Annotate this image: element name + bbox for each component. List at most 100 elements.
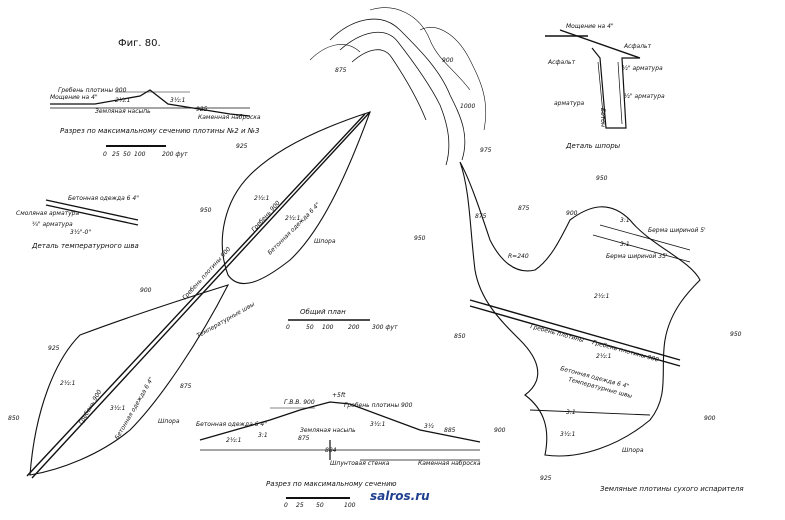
left-elev: 900 [140,287,152,294]
plan-scale-tick: 200 [348,324,360,331]
top-fill-label: Земляная насыпь [95,108,151,115]
right-crest: Гребень плотины [529,323,584,344]
right-slope: 2½:1 [594,293,609,300]
cutoff-caption: Деталь шпоры [565,142,621,150]
left-slope: 2½:1 [254,195,269,202]
right-dam-plan: Берма шириной 5' Берма шириной 35' 3:1 3… [414,161,744,493]
contour-hills: 875 900 1000 975 950 925 [200,7,492,214]
top-slope-down: 2½:1 [115,97,130,104]
plan-scale-tick: 300 фут [372,324,398,331]
left-slope: 2½:1 [60,380,75,387]
bottom-slope: 2½:1 [226,437,241,444]
top-scale-tick: 25 [112,151,120,158]
hill-elev: 900 [442,57,454,64]
dam-section-bottom: Гребень плотины 900 Г.В.В. 900 +5ft Бето… [196,392,481,509]
right-elev: 875 [518,205,530,212]
right-slope: 3:1 [620,217,630,224]
top-slope-up: 3½:1 [170,97,185,104]
bottom-rockfill: Каменная наброска [418,460,481,467]
cutoff-rebar-left: арматура [554,100,585,107]
watermark: salros.ru [370,489,430,503]
cutoff-rebar-right: ½" арматура [622,65,663,72]
joint-rebar-label: ¾" арматура [32,221,73,228]
right-spur: Шпора [622,447,644,454]
right-slope: 2½:1 [596,353,611,360]
top-berm-label: Мощение на 4" [50,94,98,101]
hill-elev: 925 [236,143,248,150]
left-crest: Гребень плотины 900 [181,246,232,302]
right-slope: 3½:1 [560,431,575,438]
right-berm-width: Берма шириной 5' [648,227,706,234]
temp-joint-detail: Бетонная одежда 6 4" Смоляная арматура ¾… [16,195,139,250]
right-elev: 850 [454,333,466,340]
left-spur: Шпора [314,238,336,245]
cutoff-asphalt-left: Асфальт [547,59,576,66]
plan-scale-tick: 50 [306,324,314,331]
right-caption: Земляные плотины сухого испарителя [600,485,744,493]
right-elev: 950 [414,235,426,242]
right-elev: 950 [596,175,608,182]
hill-elev: 1000 [460,103,475,110]
right-slope: 3:1 [566,409,576,416]
bottom-freeboard: +5ft [332,392,346,399]
hill-elev: 950 [200,207,212,214]
bottom-hwl: Г.В.В. 900 [284,399,315,406]
right-elev: 925 [540,475,552,482]
left-elev: 850 [8,415,20,422]
bottom-scale-tick: 25 [296,502,304,509]
cutoff-detail: Мощение на 4" Асфальт Асфальт ½" арматур… [545,23,665,150]
hill-elev: 975 [480,147,492,154]
general-plan-scale: Общий план 0 50 100 200 300 фут [286,308,398,331]
bottom-crest: Гребень плотины 900 [344,402,413,409]
plan-scale-tick: 0 [286,324,290,331]
bottom-fill: Земляная насыпь [300,427,356,434]
cutoff-concrete-label: Бетон [599,108,606,127]
top-scale-tick: 0 [103,151,107,158]
figure-label: Фиг. 80. [118,38,161,49]
bottom-slope: 3½:1 [370,421,385,428]
plan-scale-tick: 100 [322,324,334,331]
top-elev: 925 [196,106,208,113]
top-rockfill-label: Каменная наброска [198,114,261,121]
right-elev: 900 [566,210,578,217]
left-crest: Гребень 900 [78,389,104,426]
top-crest-label: Гребень плотины 900 [58,87,127,94]
right-elev: 900 [494,427,506,434]
cutoff-paving-label: Мощение на 4" [566,23,614,30]
bottom-elev: 875 [298,435,310,442]
right-elev: 950 [730,331,742,338]
top-scale-tick: 50 [123,151,131,158]
joint-tarred-label: Смоляная арматура [16,210,79,217]
right-radius: R=240 [508,253,529,260]
bottom-scale-tick: 0 [284,502,288,509]
bottom-elev: 884 [325,447,337,454]
right-berm-width2: Берма шириной 35' [606,253,668,260]
top-scale-tick: 200 фут [162,151,188,158]
left-elev: 925 [48,345,60,352]
bottom-slope: 3:1 [258,432,268,439]
general-plan-caption: Общий план [300,308,346,316]
right-slope: 3:1 [620,241,630,248]
bottom-lining: Бетонная одежда 6 4" [196,421,267,428]
left-elev: 875 [180,383,192,390]
left-crest: Гребень 900 [250,199,281,233]
bottom-scale-tick: 100 [344,502,356,509]
left-temp-joints: Температурные швы [196,301,257,340]
joint-lining-label: Бетонная одежда 6 4" [68,195,139,202]
bottom-cutoff-wall: Шпунтовая стенка [330,460,390,467]
joint-caption: Деталь температурного шва [31,242,139,250]
joint-rebar-note: 3½"-0" [70,229,91,236]
cutoff-rebar-right2: ½" арматура [624,93,665,100]
top-scale-tick: 100 [134,151,146,158]
bottom-scale-tick: 50 [316,502,324,509]
top-section-caption: Разрез по максимальному сечению плотины … [60,127,260,135]
right-elev: 875 [475,213,487,220]
bottom-elev: 885 [444,427,456,434]
bottom-slope: 3½ [424,423,434,430]
hill-elev: 875 [335,67,347,74]
bottom-caption: Разрез по максимальному сечению [266,480,397,488]
left-slope: 3½:1 [110,405,125,412]
cutoff-asphalt-label: Асфальт [623,43,652,50]
right-elev: 900 [704,415,716,422]
